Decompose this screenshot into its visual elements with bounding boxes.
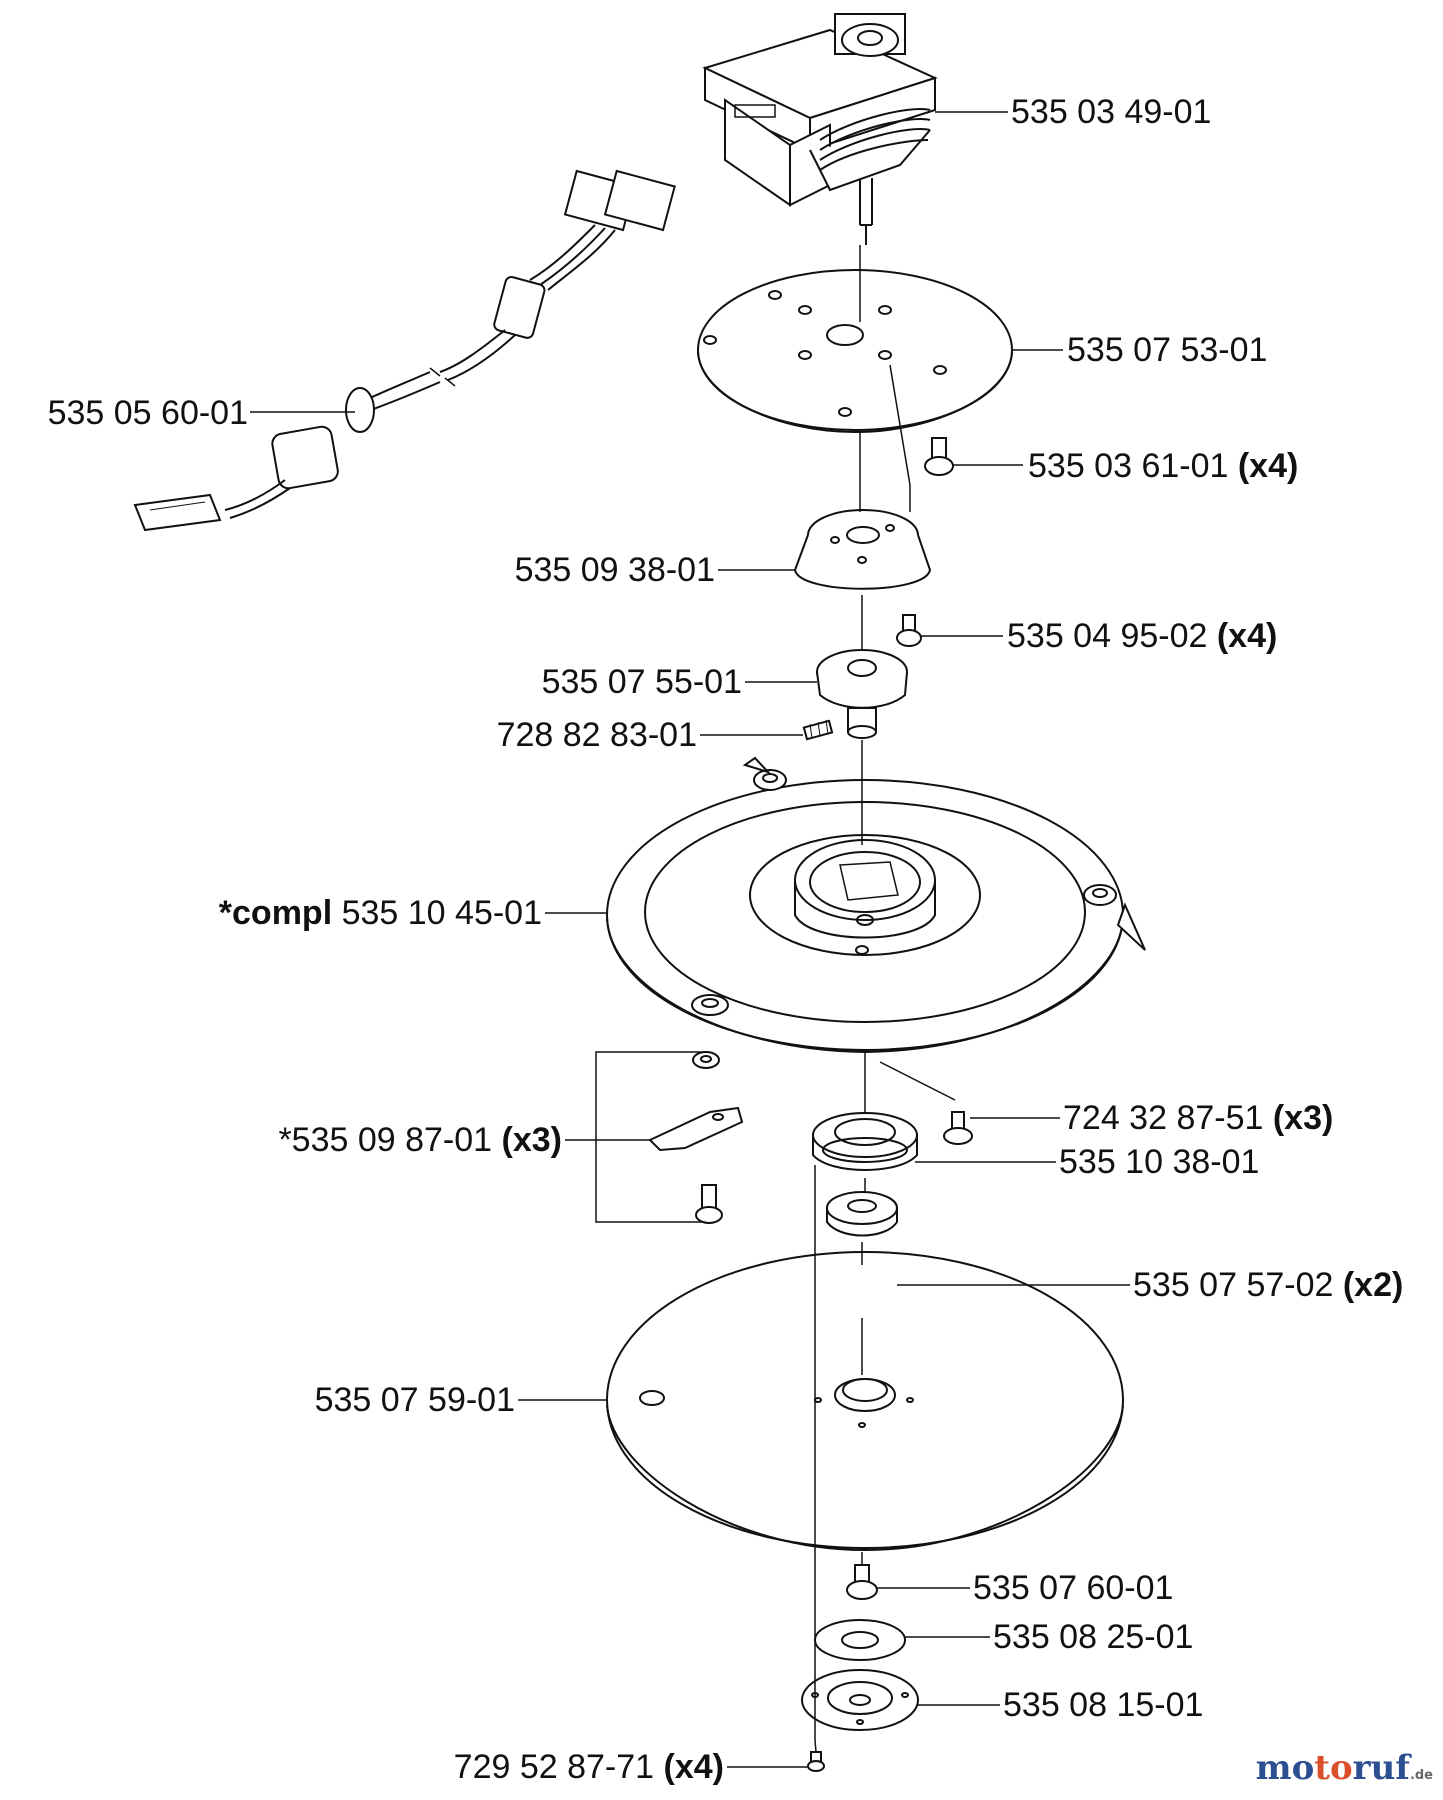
part-label: 535 03 49-01 bbox=[1011, 93, 1212, 131]
part-label: 535 07 57-02 (x2) bbox=[1133, 1266, 1404, 1304]
part-label: 535 04 95-02 (x4) bbox=[1007, 617, 1278, 655]
part-label: 535 10 38-01 bbox=[1059, 1143, 1260, 1181]
part-label: *compl 535 10 45-01 bbox=[218, 894, 542, 932]
motoruf-watermark-logo: motoruf.de bbox=[1255, 1748, 1433, 1788]
part-label: 724 32 87-51 (x3) bbox=[1063, 1099, 1334, 1137]
mounting-plate-part bbox=[698, 270, 1012, 432]
part-label: 535 07 60-01 bbox=[973, 1569, 1174, 1607]
cable-harness-part bbox=[135, 171, 675, 530]
blade-screw-part bbox=[944, 1112, 972, 1144]
tiny-screw-part bbox=[808, 1752, 824, 1771]
bolt-part bbox=[847, 1565, 877, 1599]
part-label: 728 82 83-01 bbox=[496, 716, 697, 754]
set-screw-part bbox=[804, 720, 832, 739]
assembly-axis-lines bbox=[815, 245, 955, 1752]
screw-part bbox=[925, 438, 953, 475]
part-label: 535 05 60-01 bbox=[47, 394, 248, 432]
end-cap-part bbox=[802, 1670, 918, 1730]
leader-lines bbox=[250, 112, 1130, 1767]
part-label: 535 07 53-01 bbox=[1067, 331, 1268, 369]
part-label: 535 03 61-01 (x4) bbox=[1028, 447, 1299, 485]
part-label: *535 09 87-01 (x3) bbox=[278, 1121, 562, 1159]
part-label: 535 08 15-01 bbox=[1003, 1686, 1204, 1724]
part-label: 535 07 55-01 bbox=[541, 663, 742, 701]
part-label: 535 08 25-01 bbox=[993, 1618, 1194, 1656]
hub-part bbox=[795, 510, 930, 589]
part-label: 535 09 38-01 bbox=[514, 551, 715, 589]
cover-disc-part bbox=[607, 1252, 1123, 1550]
washer-part bbox=[815, 1620, 905, 1660]
bearing-housing-part bbox=[813, 1113, 917, 1170]
part-label: 535 07 59-01 bbox=[314, 1381, 515, 1419]
part-label: 729 52 87-71 (x4) bbox=[453, 1748, 724, 1786]
blade-kit-part bbox=[596, 1052, 742, 1223]
motor-part bbox=[705, 14, 935, 245]
small-screw-part bbox=[897, 615, 921, 646]
coupling-part bbox=[817, 650, 907, 738]
blade-disc-assembly-part bbox=[607, 758, 1145, 1052]
